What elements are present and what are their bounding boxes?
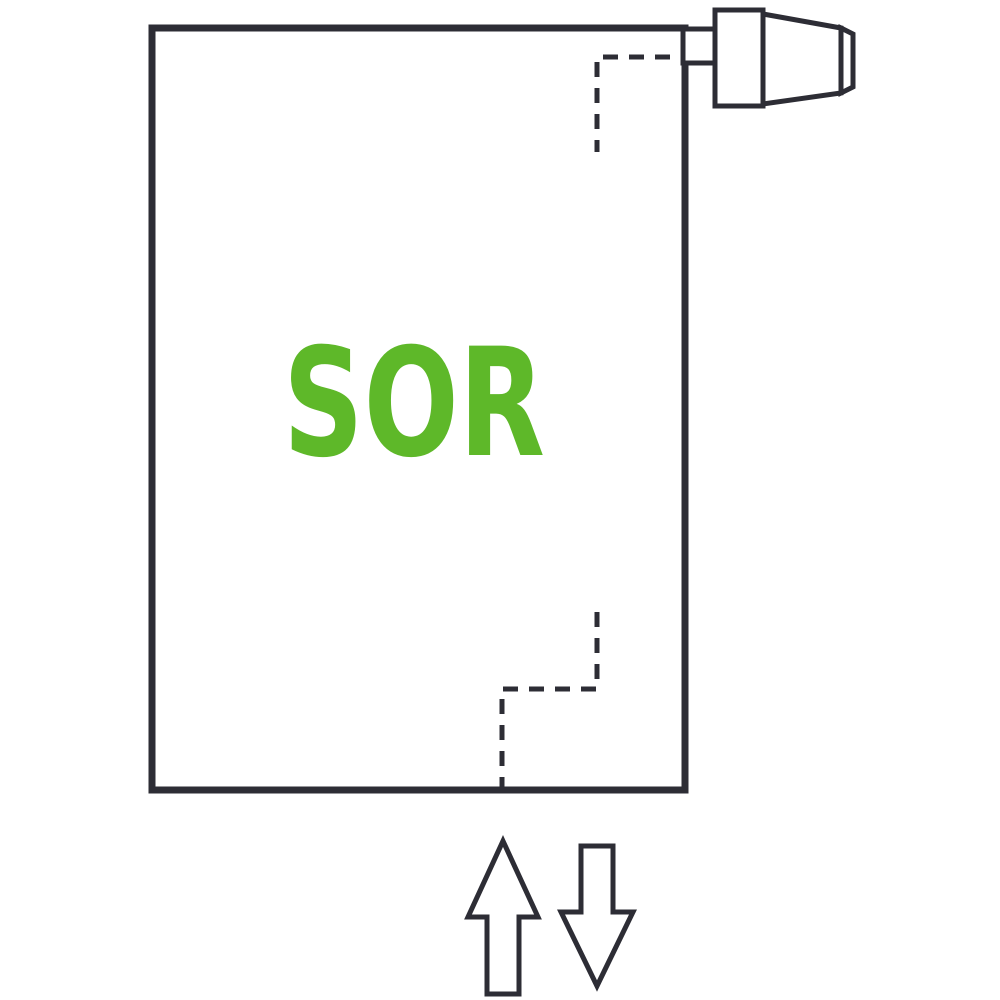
dashed-pipe-bottom: [499, 612, 600, 788]
radiator-panel-outline: [148, 24, 689, 794]
flow-arrow-down-icon: [557, 843, 637, 992]
valve-knob-cap: [838, 23, 856, 98]
flow-arrow-up-icon: [464, 835, 542, 997]
radiator-model-label: SOR: [283, 317, 545, 491]
valve-assembly: [680, 7, 856, 109]
valve-collar: [712, 7, 766, 109]
dashed-pipe-top: [594, 54, 670, 152]
valve-connector-pipe: [680, 26, 720, 66]
valve-knob-body: [760, 11, 844, 107]
